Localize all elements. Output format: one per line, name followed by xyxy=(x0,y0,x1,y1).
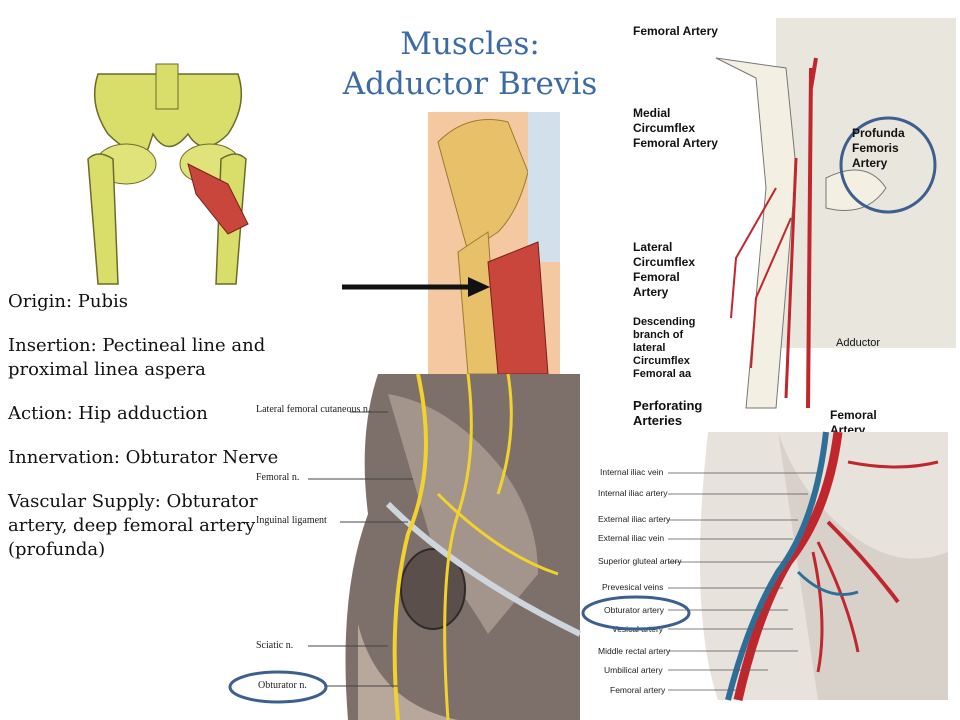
label-femoral-artery-bottom: Femoral Artery xyxy=(830,408,877,432)
label-perforating: Perforating Arteries xyxy=(633,398,703,428)
label-internal-iliac-vein: Internal iliac vein xyxy=(600,467,664,477)
title-line-2: Adductor Brevis xyxy=(342,66,598,102)
femoral-artery-diagram xyxy=(626,18,956,428)
vascular-supply-text: Vascular Supply: Obturator artery, deep … xyxy=(8,491,258,560)
adductor-brevis-muscle-highlight xyxy=(187,163,249,235)
label-lateral-femoral-cutaneous: Lateral femoral cutaneous n. xyxy=(256,404,371,415)
label-femoral-nerve: Femoral n. xyxy=(256,472,300,483)
profunda-highlight-circle xyxy=(839,116,937,214)
pelvis-skeleton-illustration xyxy=(78,63,256,285)
innervation-text: Innervation: Obturator Nerve xyxy=(8,447,279,468)
label-obturator-nerve: Obturator n. xyxy=(258,680,307,691)
page-title: Muscles: Adductor Brevis xyxy=(320,24,620,104)
label-umbilical-artery: Umbilical artery xyxy=(604,665,663,675)
hip-nerve-diagram xyxy=(238,373,582,720)
adductor-muscle-mass xyxy=(487,241,549,375)
label-femoral-artery-top: Femoral Artery xyxy=(633,24,718,38)
pelvic-vessel-diagram xyxy=(598,431,948,701)
obturator-artery-highlight-circle xyxy=(581,595,691,631)
origin-text: Origin: Pubis xyxy=(8,291,128,312)
label-external-iliac-artery: External iliac artery xyxy=(598,514,671,524)
label-obturator-artery: Obturator artery xyxy=(604,605,664,615)
label-sciatic-nerve: Sciatic n. xyxy=(256,640,294,651)
action-text: Action: Hip adduction xyxy=(8,403,208,424)
label-middle-rectal-artery: Middle rectal artery xyxy=(598,646,671,656)
title-line-1: Muscles: xyxy=(400,26,540,62)
label-superior-gluteal-artery: Superior gluteal artery xyxy=(598,556,682,566)
insertion-text: Insertion: Pectineal line and proximal l… xyxy=(8,335,266,380)
label-external-iliac-vein: External iliac vein xyxy=(598,533,665,543)
label-medial-circumflex: Medial Circumflex Femoral Artery xyxy=(633,106,718,150)
label-inguinal-ligament: Inguinal ligament xyxy=(256,515,327,526)
label-profunda: Profunda Femoris Artery xyxy=(852,126,905,170)
label-internal-iliac-artery: Internal iliac artery xyxy=(598,488,668,498)
obturator-nerve-highlight-circle xyxy=(228,670,328,704)
muscle-info-panel: Origin: Pubis Insertion: Pectineal line … xyxy=(8,290,308,582)
label-descending-branch: Descending branch of lateral Circumflex … xyxy=(633,316,696,380)
label-femoral-artery-pelvis: Femoral artery xyxy=(610,685,666,695)
thigh-muscle-illustration xyxy=(428,112,560,375)
pointer-arrow xyxy=(342,277,490,297)
label-adductor: Adductor xyxy=(836,337,881,349)
label-lateral-circumflex: Lateral Circumflex Femoral Artery xyxy=(633,240,696,299)
label-prevesical-veins: Prevesical veins xyxy=(602,582,664,592)
